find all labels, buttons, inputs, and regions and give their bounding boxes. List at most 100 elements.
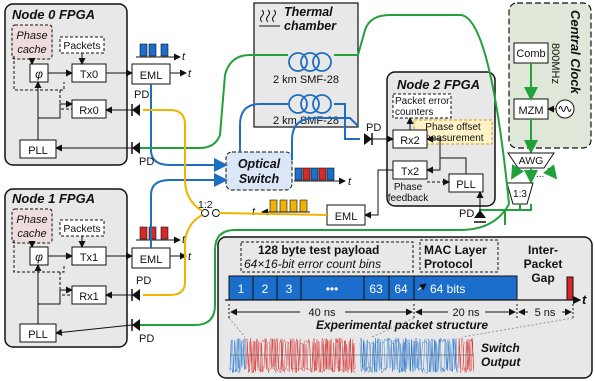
svg-text:t: t [252, 206, 256, 218]
phase-offset-label-2: measurement [422, 133, 483, 144]
optical-switch-label-1: Optical [238, 157, 281, 171]
node0-phase-cache-label-2: cache [17, 44, 46, 56]
node2-fpga: Node 2 FPGA Packet error counters Phase … [386, 71, 496, 207]
node2-packet-train: t [252, 199, 310, 218]
gap-label-1: Inter- [528, 243, 558, 257]
node0-packet-train: t [136, 43, 186, 63]
splitter-1-2 [201, 209, 209, 217]
node2-pll-photodiode [474, 210, 486, 223]
node0-t-label: t [188, 68, 192, 80]
node0-tx-label: Tx0 [80, 69, 98, 81]
central-clock-title: Central Clock [568, 10, 583, 95]
node1-fpga: Node 1 FPGA Phase cache Packets φ Tx1 Rx… [4, 188, 128, 348]
clock-freq-label: 800MHz [549, 43, 561, 84]
fiber-spool-2 [288, 94, 332, 114]
node0-packets-label: Packets [63, 40, 100, 52]
node2-rx-label: Rx2 [400, 135, 420, 147]
duration-gap: 5 ns [535, 307, 556, 319]
thermal-title-1: Thermal [284, 5, 333, 19]
splitter-1-3-label: 1:3 [513, 189, 527, 200]
packet-structure-panel: 128 byte test payload 64×16-bit error co… [217, 236, 593, 379]
bin-64: 64 [394, 282, 408, 296]
time-axis-t: t [582, 292, 587, 307]
node1-rx-pd-label: PD [136, 275, 151, 287]
splitter-1-2-label: 1:2 [198, 199, 213, 211]
waveform-trace [457, 337, 474, 374]
optical-switch-label-2: Switch [239, 172, 280, 186]
node0-rx-pd-label: PD [134, 89, 149, 101]
svg-text:t: t [182, 234, 186, 246]
node2-pll-label: PLL [456, 179, 476, 191]
node2-tx-label: Tx2 [401, 166, 419, 178]
waveform-trace [457, 337, 474, 373]
switch-output-label-2: Output [481, 355, 521, 369]
bin-3: 3 [286, 282, 293, 296]
node1-tx-label: Tx1 [80, 252, 98, 264]
fiber2-label: 2 km SMF-28 [273, 115, 339, 127]
node0-fpga: Node 0 FPGA Phase cache Packets φ Tx0 Rx… [4, 3, 128, 166]
node1-packets-label: Packets [63, 223, 100, 235]
mac-label-1: MAC Layer [424, 243, 487, 257]
thermal-title-2: chamber [284, 19, 337, 33]
node0-rx-label: Rx0 [79, 105, 99, 117]
mzm-label: MZM [518, 105, 543, 117]
node0-eml-label: EML [140, 70, 163, 82]
packet-structure-caption: Experimental packet structure [316, 318, 488, 332]
node2-pll-pd-label: PD [459, 208, 474, 220]
node1-packet-train: t [136, 226, 186, 246]
waveform-trace [359, 337, 458, 374]
node1-eml-label: EML [140, 254, 163, 266]
fiber1-label: 2 km SMF-28 [273, 74, 339, 86]
phase-feedback-label-2: feedback [388, 193, 430, 204]
packet-bins: 1 2 3 ••• 63 64 64 bits [228, 275, 574, 301]
mac-label-2: Protocol [424, 257, 473, 271]
bins-label: 64×16-bit error count bins [244, 257, 381, 271]
node0-title: Node 0 FPGA [12, 7, 95, 22]
splitter-1-3 [506, 182, 534, 205]
node2-eml-label: EML [335, 211, 358, 223]
heat-waves-icon [259, 9, 280, 27]
phase-feedback-label-1: Phase [394, 182, 423, 193]
central-clock: Central Clock 800MHz Comb MZM [508, 2, 592, 154]
duration-mac: 20 ns [453, 307, 480, 319]
node1-title: Node 1 FPGA [12, 191, 95, 206]
fiber-spool-1 [288, 52, 332, 72]
duration-payload: 40 ns [309, 307, 336, 319]
counters-label-2: counters [395, 107, 433, 118]
node0-phase-cache-label-1: Phase [16, 30, 47, 42]
phase-offset-label-1: Phase offset [425, 122, 481, 133]
waveform-trace [229, 338, 246, 373]
waveform-trace [359, 337, 458, 374]
node1-phi-label: φ [35, 250, 43, 264]
node1-phase-cache [11, 208, 53, 244]
awg-dots: ... [536, 169, 544, 180]
node2-title: Node 2 FPGA [397, 77, 480, 92]
packet-error-counters [392, 93, 452, 119]
node0-pll-photodiode [131, 142, 140, 154]
node1-pll-label: PLL [28, 329, 48, 341]
node0-pll-label: PLL [28, 145, 48, 157]
optical-switch[interactable]: Optical Switch [225, 151, 293, 191]
comb-label: Comb [516, 48, 545, 60]
node2-pd-label: PD [366, 122, 381, 134]
payload-title: 128 byte test payload [258, 243, 379, 257]
node1-pll-photodiode [131, 319, 140, 331]
node0-rx-photodiode [131, 104, 140, 116]
node0-phi-label: φ [35, 67, 43, 81]
gap-label-2: Packet [524, 257, 563, 271]
awg-label: AWG [519, 155, 544, 167]
bin-63: 63 [369, 282, 383, 296]
node1-rx-photodiode [131, 289, 140, 301]
bin-ellipsis: ••• [326, 282, 339, 296]
node1-phase-cache-label-2: cache [17, 228, 46, 240]
node0-pll-pd-label: PD [139, 156, 154, 168]
mac-bits-label: 64 bits [430, 282, 465, 296]
node1-rx-label: Rx1 [79, 291, 99, 303]
bin-2: 2 [262, 282, 269, 296]
waveform-trace [245, 337, 356, 374]
gap-label-3: Gap [531, 271, 554, 285]
node1-phase-cache-label-1: Phase [16, 214, 47, 226]
node2-photodiode [364, 133, 373, 145]
node1-pll-pd-label: PD [139, 333, 154, 345]
